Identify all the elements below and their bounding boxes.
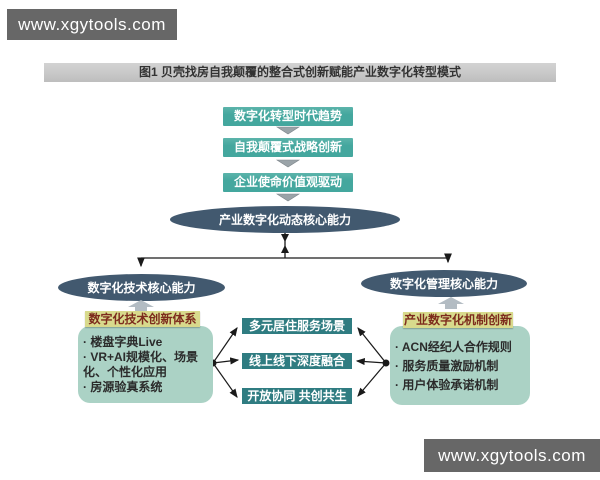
flow-box-mission-values: 企业使命价值观驱动	[223, 173, 353, 192]
right-system-header: 产业数字化机制创新	[403, 312, 513, 328]
left-fan-arrows	[209, 327, 240, 398]
right-system-item: · 服务质量激励机制	[395, 359, 499, 373]
left-system-header: 数字化技术创新体系	[85, 311, 200, 327]
figure-title: 图1 贝壳找房自我颠覆的整合式创新赋能产业数字化转型模式	[44, 63, 556, 82]
fat-up-arrow-right	[438, 297, 464, 309]
mid-box-open-collaboration: 开放协同 共创共生	[242, 388, 352, 404]
two-way-arrow	[281, 233, 289, 258]
ellipse-management-core-capability: 数字化管理核心能力	[361, 270, 527, 297]
left-system-item: · VR+AI规模化、场景化、个性化应用	[83, 350, 199, 379]
watermark-bottom: www.xgytools.com	[424, 439, 600, 472]
right-system-item: · ACN经纪人合作规则	[395, 340, 512, 354]
flow-box-strategy-innovation: 自我颠覆式战略创新	[223, 138, 353, 157]
left-system-item: · 房源验真系统	[83, 380, 163, 394]
right-system-item: · 用户体验承诺机制	[395, 378, 499, 392]
right-fan-arrows	[355, 327, 390, 397]
right-system-panel: · ACN经纪人合作规则 · 服务质量激励机制 · 用户体验承诺机制	[390, 326, 530, 405]
left-system-item: · 楼盘字典Live	[83, 335, 163, 349]
mid-box-online-offline-integration: 线上线下深度融合	[242, 353, 352, 369]
flow-box-era-trend: 数字化转型时代趋势	[223, 107, 353, 126]
split-line	[137, 253, 452, 268]
ellipse-dynamic-core-capability: 产业数字化动态核心能力	[170, 206, 400, 233]
watermark-top: www.xgytools.com	[7, 9, 177, 40]
mid-box-living-scenarios: 多元居住服务场景	[242, 318, 352, 334]
ellipse-tech-core-capability: 数字化技术核心能力	[58, 274, 225, 301]
left-system-panel: · 楼盘字典Live · VR+AI规模化、场景化、个性化应用 · 房源验真系统	[78, 326, 213, 403]
